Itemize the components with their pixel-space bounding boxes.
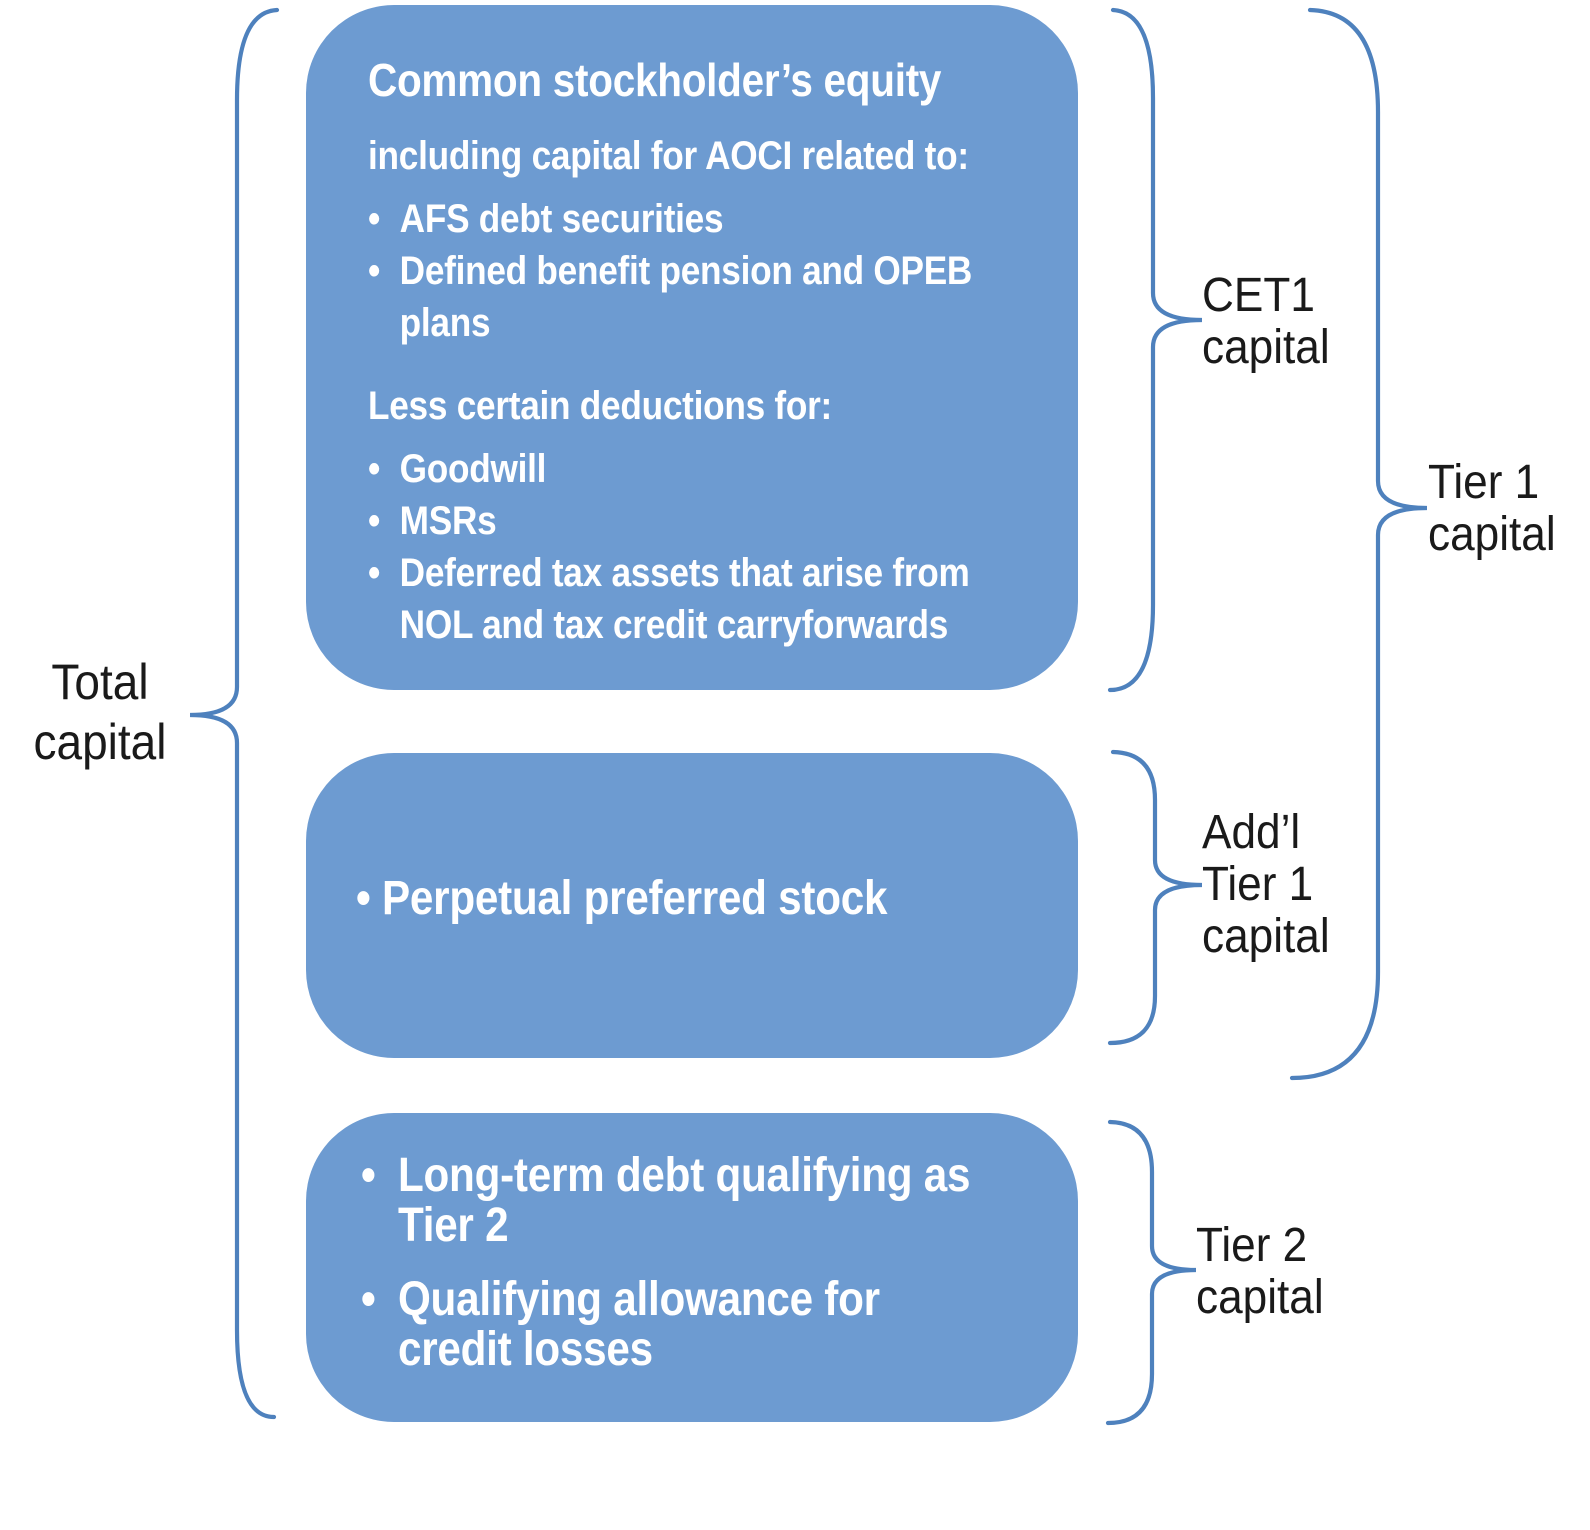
additional-tier1-box-content: Perpetual preferred stock [356, 872, 956, 925]
tier2-capital-brace [1105, 1119, 1197, 1426]
deductions-heading: Less certain deductions for: [368, 384, 832, 428]
bullet-icon [368, 193, 400, 245]
tier2-capital-label: Tier 2 capital [1196, 1219, 1324, 1324]
list-item: Deferred tax assets that arise from NOL … [368, 547, 1038, 651]
list-item: Qualifying allowance for credit losses [361, 1275, 1038, 1375]
cet1-box-heading: Common stockholder’s equity [368, 54, 942, 106]
tier1-capital-label: Tier 1 capital [1428, 456, 1556, 561]
aoci-bullet-list: AFS debt securities Defined benefit pens… [368, 193, 1038, 349]
list-item-text: Long-term debt qualifying as Tier 2 [397, 1149, 971, 1252]
list-item-text: Qualifying allowance for credit losses [397, 1273, 880, 1376]
deductions-bullet-list: Goodwill MSRs Deferred tax assets that a… [368, 443, 1038, 651]
list-item-text: Deferred tax assets that arise from NOL … [399, 551, 970, 647]
bullet-icon [368, 443, 400, 495]
list-item: AFS debt securities [368, 193, 1038, 245]
list-item-text: Perpetual preferred stock [382, 871, 888, 925]
bullet-icon [368, 547, 400, 651]
list-item-text: Goodwill [399, 447, 547, 491]
list-item: Defined benefit pension and OPEB plans [368, 245, 1038, 349]
cet1-box-content: Common stockholder’s equity including ca… [368, 55, 1038, 651]
total-capital-label: Total capital [33, 654, 167, 770]
list-item: Perpetual preferred stock [356, 871, 956, 925]
total-capital-brace [189, 7, 280, 1420]
bullet-icon [356, 872, 371, 925]
bullet-icon [368, 245, 400, 349]
list-item-text: AFS debt securities [399, 197, 724, 241]
bullet-icon [368, 495, 400, 547]
bullet-icon [361, 1151, 398, 1251]
additional-tier1-components-box: Perpetual preferred stock [306, 753, 1078, 1058]
list-item-text: MSRs [399, 499, 497, 543]
bullet-icon [361, 1275, 398, 1375]
additional-tier1-capital-brace [1107, 749, 1203, 1046]
list-item: MSRs [368, 495, 1038, 547]
list-item-text: Defined benefit pension and OPEB plans [399, 249, 973, 345]
additional-tier1-capital-label: Add’l Tier 1 capital [1202, 806, 1330, 963]
list-item: Goodwill [368, 443, 1038, 495]
tier2-box-content: Long-term debt qualifying as Tier 2 Qual… [361, 1151, 1038, 1375]
tier2-components-box: Long-term debt qualifying as Tier 2 Qual… [306, 1113, 1078, 1422]
cet1-components-box: Common stockholder’s equity including ca… [306, 5, 1078, 690]
cet1-capital-brace [1107, 7, 1203, 693]
aoci-heading: including capital for AOCI related to: [368, 134, 969, 178]
list-item: Long-term debt qualifying as Tier 2 [361, 1151, 1038, 1251]
cet1-capital-label: CET1 capital [1202, 269, 1330, 374]
